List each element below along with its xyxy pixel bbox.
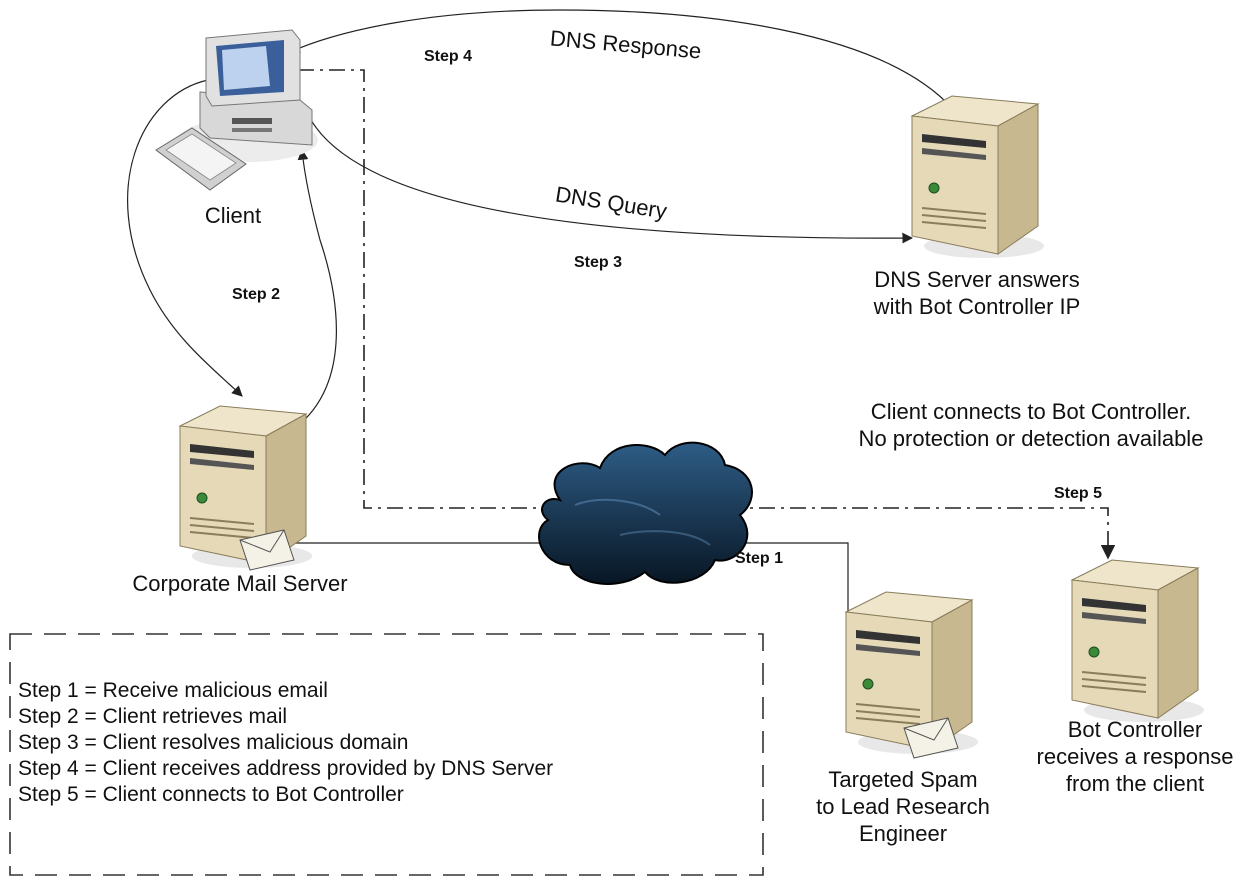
legend-item: Step 2 = Client retrieves mail — [18, 705, 288, 728]
spam-server-label-line: Targeted Spam — [828, 767, 978, 792]
step5-note-line: Client connects to Bot Controller. — [870, 399, 1192, 424]
spam-server-label-line: to Lead Research — [816, 794, 990, 819]
step4-label: Step 4 — [424, 48, 473, 65]
step5-note-line: No protection or detection available — [858, 426, 1204, 451]
dns-query-edge — [304, 107, 914, 244]
bot-controller-label-line: Bot Controller — [1067, 717, 1203, 742]
dns-response-edge — [289, 9, 953, 109]
client-label: Client — [204, 203, 262, 228]
legend-item: Step 1 = Receive malicious email — [18, 679, 328, 702]
step3-label: Step 3 — [574, 254, 623, 271]
dns-server-icon — [911, 95, 1045, 259]
bot-controller-label-line: from the client — [1065, 771, 1205, 796]
internet-cloud-icon — [538, 441, 753, 585]
dns-server-label-line: with Bot Controller IP — [873, 294, 1081, 319]
step2-label: Step 2 — [232, 286, 281, 303]
spam-server-label-line: Engineer — [858, 821, 948, 846]
legend-item: Step 3 = Client resolves malicious domai… — [18, 731, 409, 754]
bot-controller-icon — [1071, 559, 1205, 723]
dns-response-label: DNS Response — [549, 25, 702, 63]
step5-label: Step 5 — [1054, 485, 1103, 502]
legend-box — [9, 633, 764, 876]
dns-server-label: DNS Server answers with Bot Controller I… — [874, 266, 1081, 320]
legend-item: Step 4 = Client receives address provide… — [18, 757, 554, 780]
legend-list: Step 1 = Receive malicious email Step 2 … — [18, 678, 553, 808]
step5-edge — [298, 69, 1116, 560]
bot-controller-label-line: receives a response — [1036, 744, 1234, 769]
step5-note: Client connects to Bot Controller. No pr… — [859, 398, 1204, 452]
step2-edge-up — [297, 148, 337, 425]
step2-edge-down — [127, 79, 243, 397]
step1-edge — [226, 537, 849, 636]
client-computer-icon — [155, 29, 318, 191]
legend-item: Step 5 = Client connects to Bot Controll… — [18, 783, 404, 806]
spam-server-label: Targeted Spam to Lead Research Engineer — [816, 766, 990, 847]
dns-query-label: DNS Query — [554, 181, 669, 223]
step1-label: Step 1 — [735, 550, 784, 567]
mail-server-label: Corporate Mail Server — [132, 571, 348, 596]
bot-controller-label: Bot Controller receives a response from … — [1037, 716, 1234, 797]
dns-server-label-line: DNS Server answers — [874, 267, 1080, 292]
